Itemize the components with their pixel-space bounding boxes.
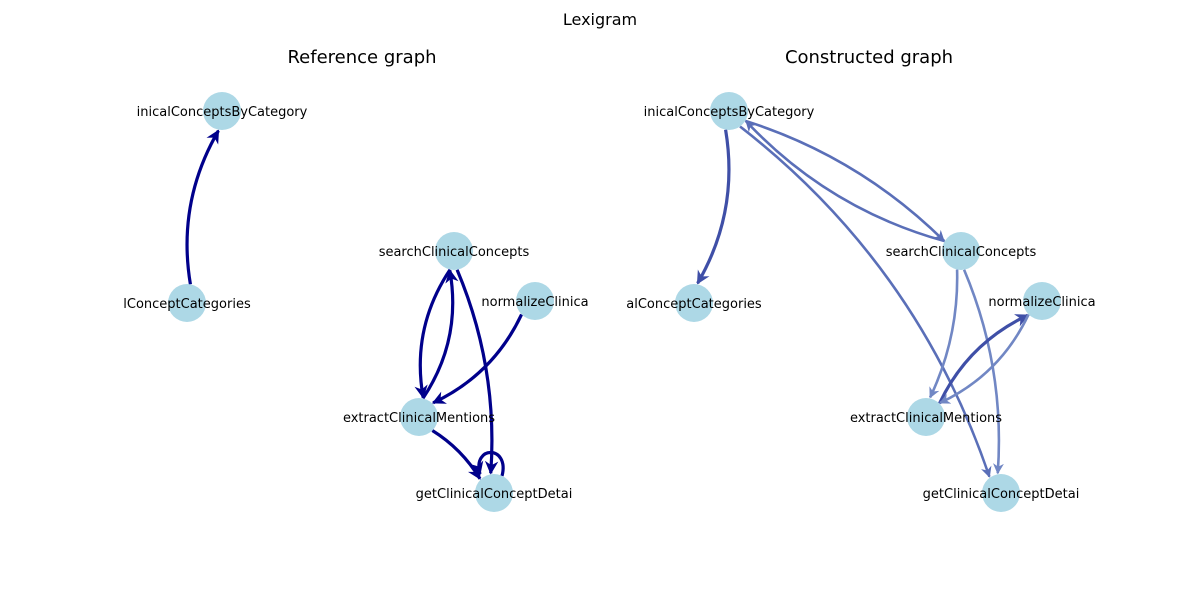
reference-node-label-extract: extractClinicalMentions xyxy=(343,411,495,426)
reference-node-categories xyxy=(168,284,206,322)
constructed-edge-byCategory-to-search xyxy=(744,119,945,242)
reference-edge-details-to-details xyxy=(470,451,505,477)
reference-edge-normalize-to-extract xyxy=(431,313,524,405)
constructed-edge-byCategory-to-categories xyxy=(696,129,731,285)
constructed-node-label-details: getClinicalConceptDetai xyxy=(923,487,1080,502)
reference-edge-extract-to-details xyxy=(431,429,482,480)
constructed-node-extract xyxy=(907,398,945,436)
reference-node-search xyxy=(435,232,473,270)
reference-edge-search-to-details xyxy=(455,269,499,475)
reference-node-label-byCategory: inicalConceptsByCategory xyxy=(137,105,308,120)
reference-node-label-details: getClinicalConceptDetai xyxy=(416,487,573,502)
reference-node-byCategory xyxy=(203,92,241,130)
reference-node-label-search: searchClinicalConcepts xyxy=(379,245,530,260)
constructed-node-search xyxy=(942,232,980,270)
constructed-node-label-normalize: normalizeClinica xyxy=(988,295,1095,310)
reference-edge-extract-to-search xyxy=(421,269,459,400)
constructed-node-label-extract: extractClinicalMentions xyxy=(850,411,1002,426)
reference-nodes: inicalConceptsByCategory lConceptCategori… xyxy=(123,92,589,512)
constructed-node-normalize xyxy=(1023,282,1061,320)
constructed-node-label-categories: alConceptCategories xyxy=(626,297,762,312)
reference-node-label-normalize: normalizeClinica xyxy=(481,295,588,310)
constructed-edge-extract-to-normalize xyxy=(937,313,1030,405)
constructed-edges xyxy=(696,119,1030,478)
constructed-graph-panel: inicalConceptsByCategory alConceptCategor… xyxy=(626,92,1096,512)
reference-node-normalize xyxy=(516,282,554,320)
constructed-edge-normalize-to-extract xyxy=(939,313,1030,405)
reference-node-details xyxy=(475,474,513,512)
constructed-node-byCategory xyxy=(710,92,748,130)
reference-edge-categories-to-byCategory xyxy=(185,129,220,285)
reference-panel-title: Reference graph xyxy=(287,47,436,68)
constructed-node-details xyxy=(982,474,1020,512)
reference-graph-panel: inicalConceptsByCategory lConceptCategori… xyxy=(123,92,589,512)
figure-suptitle: Lexigram xyxy=(563,10,637,29)
reference-node-label-categories: lConceptCategories xyxy=(123,297,251,312)
constructed-nodes: inicalConceptsByCategory alConceptCategor… xyxy=(626,92,1096,512)
constructed-node-label-byCategory: inicalConceptsByCategory xyxy=(644,105,815,120)
constructed-edge-search-to-extract xyxy=(928,269,959,399)
constructed-node-label-search: searchClinicalConcepts xyxy=(886,245,1037,260)
constructed-edge-byCategory-to-details xyxy=(739,125,992,478)
reference-edge-search-to-extract xyxy=(414,268,452,399)
constructed-edge-search-to-byCategory xyxy=(745,120,946,243)
reference-node-extract xyxy=(400,398,438,436)
reference-edges xyxy=(185,129,524,480)
constructed-panel-title: Constructed graph xyxy=(785,47,953,68)
constructed-node-categories xyxy=(675,284,713,322)
constructed-edge-search-to-details xyxy=(962,269,1004,475)
